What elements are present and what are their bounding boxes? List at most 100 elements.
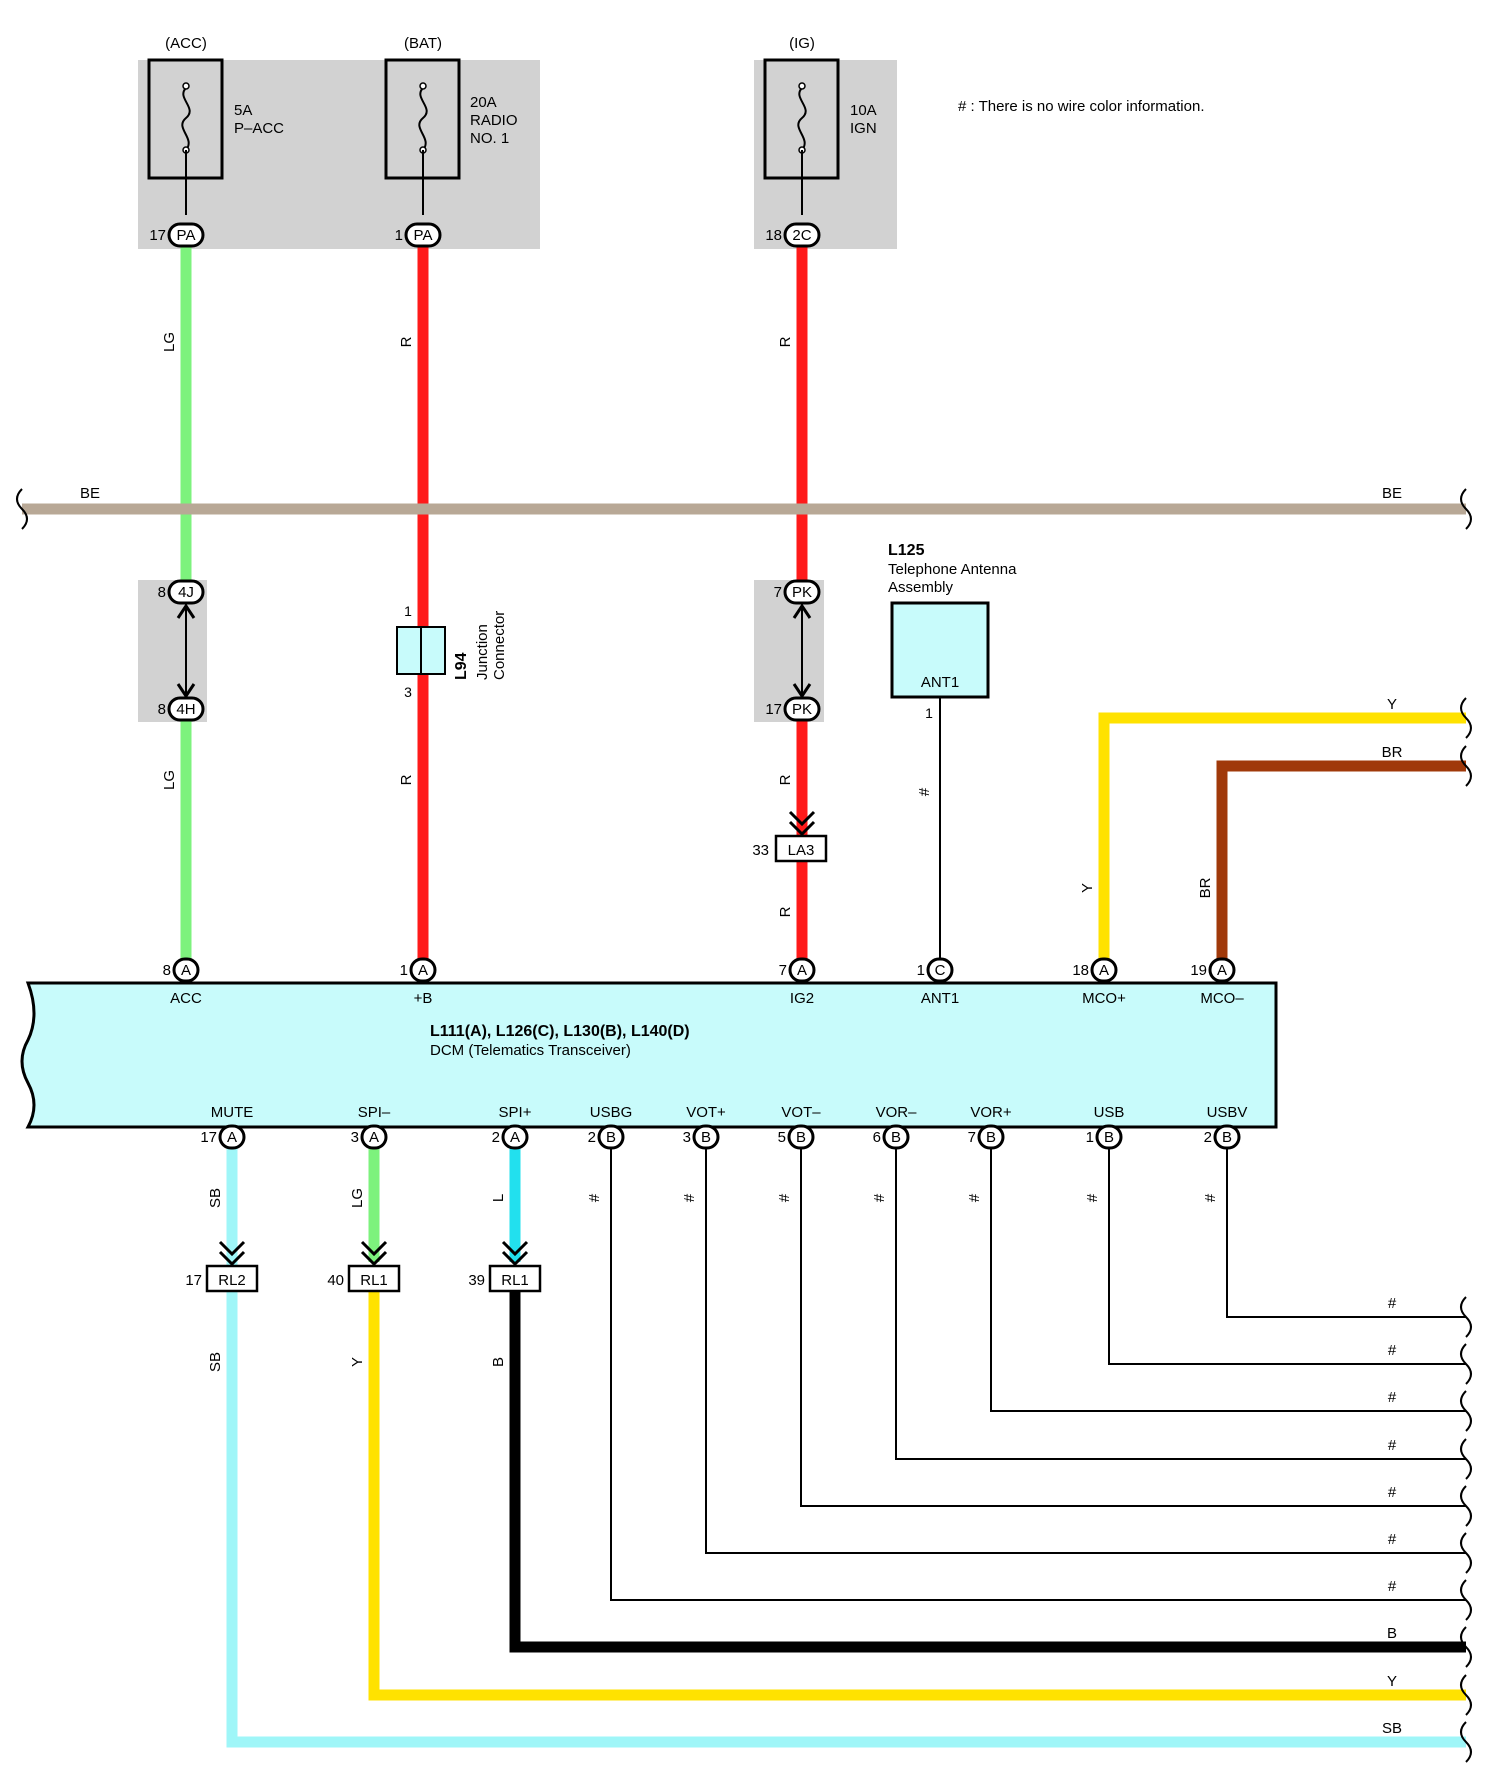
- dcm-bottom-pin-3-label: USBG: [590, 1104, 633, 1121]
- dcm-bottom-pin-5-pin: 5: [778, 1129, 786, 1146]
- dcm-top-pin-1: A1+B: [400, 957, 437, 1007]
- junction-id: L94: [453, 652, 470, 680]
- wire-vot-plus: [705, 1140, 1466, 1554]
- arrow-rl1-40: [360, 1240, 388, 1267]
- wire-usb: [1108, 1140, 1466, 1365]
- terminal-splice-pk-top-conn: PK: [792, 584, 812, 601]
- break-symbol-4: [1460, 1485, 1472, 1527]
- dcm-top-pin-0-pin: 8: [163, 962, 171, 979]
- terminal-splice-4j: 4J8: [158, 579, 205, 605]
- wire-label-usbg: #: [586, 1193, 603, 1202]
- wire-label-spim-lower: Y: [349, 1357, 366, 1367]
- wire-label-vot-minus: #: [776, 1193, 793, 1202]
- junction-name2: Connector: [491, 611, 508, 680]
- dcm-bottom-pin-6-conn: B: [891, 1129, 901, 1146]
- wire-label-ig-upper: R: [777, 336, 794, 347]
- antenna-pin: 1: [925, 705, 933, 721]
- dcm-bottom-pin-1-conn: A: [369, 1129, 379, 1146]
- antenna-name2: Assembly: [888, 579, 954, 596]
- right-label-2: #: [1388, 1389, 1397, 1406]
- wire-mco-minus: [1216, 760, 1466, 962]
- wire-spim-lower: [368, 1290, 1466, 1701]
- dcm-bottom-pin-7-label: VOR+: [970, 1104, 1012, 1121]
- connector-rl1-40-label: RL1: [360, 1272, 388, 1289]
- splice-link-ig: [792, 603, 812, 699]
- fuse-bat: [384, 58, 461, 215]
- dcm-bottom-pin-4-pin: 3: [683, 1129, 691, 1146]
- terminal-fuse-ig-conn: 2C: [792, 227, 811, 244]
- telephone-antenna-box: [890, 601, 990, 699]
- antenna-terminal: ANT1: [921, 674, 959, 691]
- terminal-splice-pk-top-pin: 7: [774, 584, 782, 601]
- terminal-splice-4h-pin: 8: [158, 701, 166, 718]
- wire-label-mco-plus-right: Y: [1387, 696, 1397, 713]
- dcm-top-pin-4-label: MCO+: [1082, 990, 1126, 1007]
- terminal-fuse-acc: PA 17: [149, 222, 205, 248]
- break-symbol-0: [1460, 1296, 1472, 1338]
- terminal-fuse-acc-pin: 17: [149, 227, 166, 244]
- wire-vot-minus: [800, 1140, 1466, 1507]
- fuse-acc: [147, 58, 224, 215]
- wire-usbg: [610, 1140, 1466, 1601]
- connector-la3: [774, 834, 828, 863]
- wire-label-usbv: #: [1202, 1193, 1219, 1202]
- right-label-7: B: [1387, 1625, 1397, 1642]
- wire-spip-lower: [509, 1290, 1466, 1653]
- fuse-name-acc: P–ACC: [234, 120, 284, 137]
- dcm-bottom-pin-2-conn: A: [510, 1129, 520, 1146]
- connector-rl1-40-pin: 40: [327, 1272, 344, 1289]
- dcm-bottom-pin-4-label: VOT+: [686, 1104, 726, 1121]
- right-label-8: Y: [1387, 1673, 1397, 1690]
- dcm-bottom-pin-1-label: SPI–: [358, 1104, 391, 1121]
- right-label-0: #: [1388, 1295, 1397, 1312]
- terminal-splice-4j-pin: 8: [158, 584, 166, 601]
- wire-label-bat-lower: R: [398, 774, 415, 785]
- wire-label-ant: #: [916, 787, 933, 796]
- wire-label-mute-lower: SB: [207, 1352, 224, 1372]
- dcm-top-pin-5-pin: 19: [1190, 962, 1207, 979]
- antenna-name: Telephone Antenna: [888, 561, 1017, 578]
- dcm-bottom-pin-3-pin: 2: [588, 1129, 596, 1146]
- wire-label-ig-mid: R: [777, 774, 794, 785]
- terminal-fuse-acc-conn: PA: [177, 227, 196, 244]
- dcm-id: L111(A), L126(C), L130(B), L140(D): [430, 1023, 690, 1040]
- right-label-3: #: [1388, 1437, 1397, 1454]
- terminal-splice-4h: 4H8: [158, 696, 205, 722]
- fuse-name2-bat: NO. 1: [470, 130, 509, 147]
- dcm-top-pin-0-conn: A: [181, 962, 191, 979]
- dcm-bottom-pin-0-pin: 17: [200, 1129, 217, 1146]
- junction-name: Junction: [474, 624, 491, 680]
- dcm-bottom-pin-9-pin: 2: [1204, 1129, 1212, 1146]
- wire-label-spip-lower: B: [490, 1357, 507, 1367]
- dcm-top-pin-1-conn: A: [418, 962, 428, 979]
- dcm-top-pin-2-label: IG2: [790, 990, 814, 1007]
- dcm-bottom-pin-3-conn: B: [606, 1129, 616, 1146]
- dcm-bottom-pin-2-pin: 2: [492, 1129, 500, 1146]
- break-symbol-left: [16, 488, 28, 530]
- right-label-5: #: [1388, 1531, 1397, 1548]
- wire-label-spip-upper: L: [490, 1194, 507, 1202]
- wire-label-vot-plus: #: [681, 1193, 698, 1202]
- terminal-fuse-bat-conn: PA: [414, 227, 433, 244]
- dcm-top-pin-3-conn: C: [935, 962, 946, 979]
- dcm-top-pin-2-conn: A: [797, 962, 807, 979]
- dcm-bottom-pin-8-pin: 1: [1086, 1129, 1094, 1146]
- wire-usbv: [1226, 1140, 1466, 1318]
- right-label-6: #: [1388, 1578, 1397, 1595]
- dcm-top-pin-1-pin: 1: [400, 962, 408, 979]
- dcm-bottom-pin-0-label: MUTE: [211, 1104, 254, 1121]
- wire-label-acc-lower: LG: [161, 770, 178, 790]
- fuse-source-ig: (IG): [789, 35, 815, 52]
- dcm-bottom-pin-3: B2 USBG: [588, 1104, 633, 1150]
